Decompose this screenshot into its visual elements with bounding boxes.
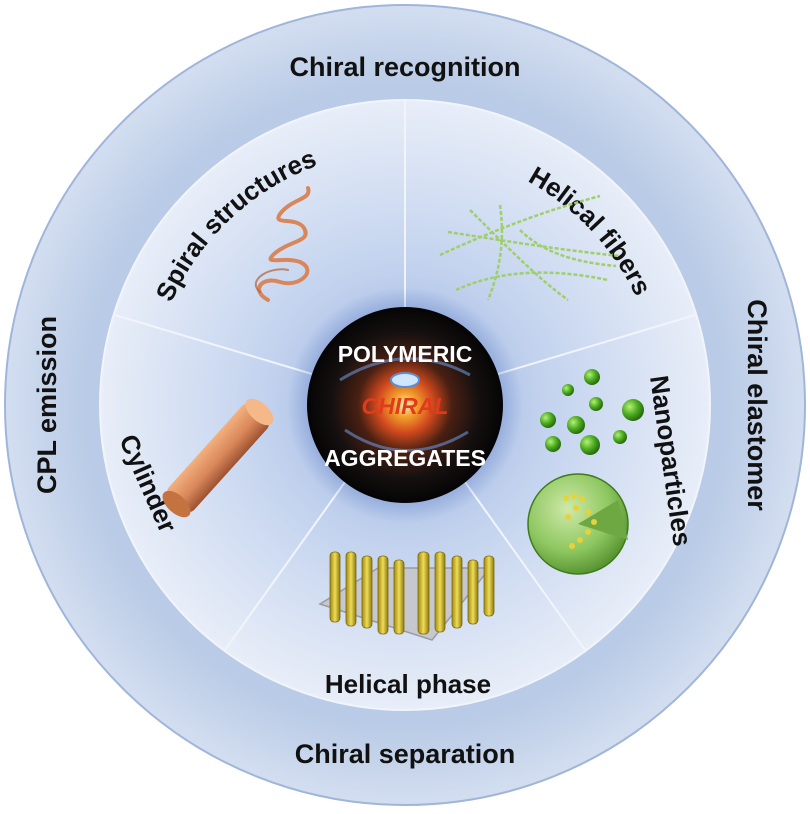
outer-label-bottom: Chiral separation xyxy=(295,739,516,769)
segment-label-phase: Helical phase xyxy=(325,669,491,699)
cylinder-illustration xyxy=(162,398,274,518)
helical-phase-illustration xyxy=(318,551,495,641)
outer-label-left: CPL emission xyxy=(32,316,62,494)
core-label-chiral: CHIRAL xyxy=(362,393,449,419)
core-galaxy xyxy=(307,307,503,503)
outer-label-right: Chiral elastomer xyxy=(742,299,772,511)
helical-fibers-illustration xyxy=(439,194,621,302)
outer-label-top: Chiral recognition xyxy=(289,52,520,82)
nanoparticles-illustration xyxy=(527,369,644,575)
core-label-aggregates: AGGREGATES xyxy=(324,445,486,471)
core-eye xyxy=(390,372,420,388)
spiral-illustration xyxy=(254,186,311,302)
core-swirl xyxy=(339,357,471,452)
core-label-polymeric: POLYMERIC xyxy=(338,341,473,367)
